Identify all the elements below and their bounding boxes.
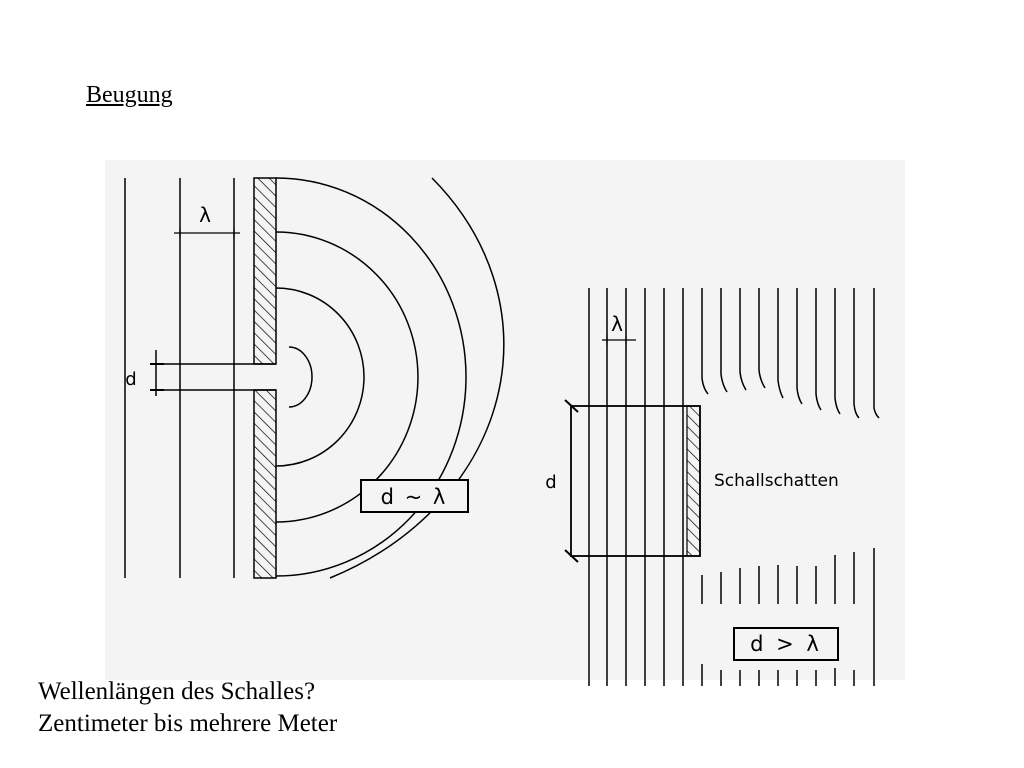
- relation-box-right: [733, 627, 839, 661]
- diffracted-wavefront: [275, 287, 365, 467]
- diffracted-wavefront: [275, 177, 467, 577]
- barrier-upper: [253, 177, 277, 365]
- obstacle-tick: [564, 549, 579, 563]
- slide-title: Beugung: [86, 82, 173, 108]
- relation-box-left: [360, 479, 469, 513]
- obstacle-hatch: [686, 405, 701, 557]
- figure-background: [105, 160, 905, 680]
- relation-label-left: d ~ λ: [381, 485, 448, 509]
- wavefront-upper: [834, 288, 841, 415]
- wavefront-upper: [873, 288, 880, 419]
- caption-question: Wellenlängen des Schalles?: [38, 678, 316, 705]
- diffracted-wavefront: [288, 346, 313, 408]
- left-diagram: [124, 177, 505, 579]
- obstacle-tick: [564, 399, 579, 413]
- wavefront-upper: [758, 288, 766, 389]
- right-diagram: [588, 288, 880, 686]
- caption-answer: Zentimeter bis mehrere Meter: [38, 710, 338, 737]
- wavefront-upper: [777, 288, 784, 399]
- shadow-label: Schallschatten: [714, 471, 839, 491]
- barrier-lower: [253, 389, 277, 579]
- gap-label: d: [125, 369, 136, 390]
- diffracted-wavefront: [275, 231, 419, 523]
- wavefront-upper: [701, 288, 709, 395]
- caption: Wellenlängen des Schalles? Zentimeter bi…: [38, 676, 337, 740]
- wavefront-upper: [815, 288, 822, 411]
- relation-label-right: d > λ: [750, 632, 822, 656]
- wavefront-upper: [720, 288, 728, 393]
- obstacle-label: d: [545, 472, 556, 493]
- wavelength-label-right: λ: [611, 312, 623, 336]
- wavefront-upper: [739, 288, 747, 391]
- wavefront-upper: [853, 288, 860, 419]
- wavefront-upper: [796, 288, 803, 405]
- diffracted-wavefront: [329, 177, 505, 579]
- wavelength-label-left: λ: [199, 203, 211, 227]
